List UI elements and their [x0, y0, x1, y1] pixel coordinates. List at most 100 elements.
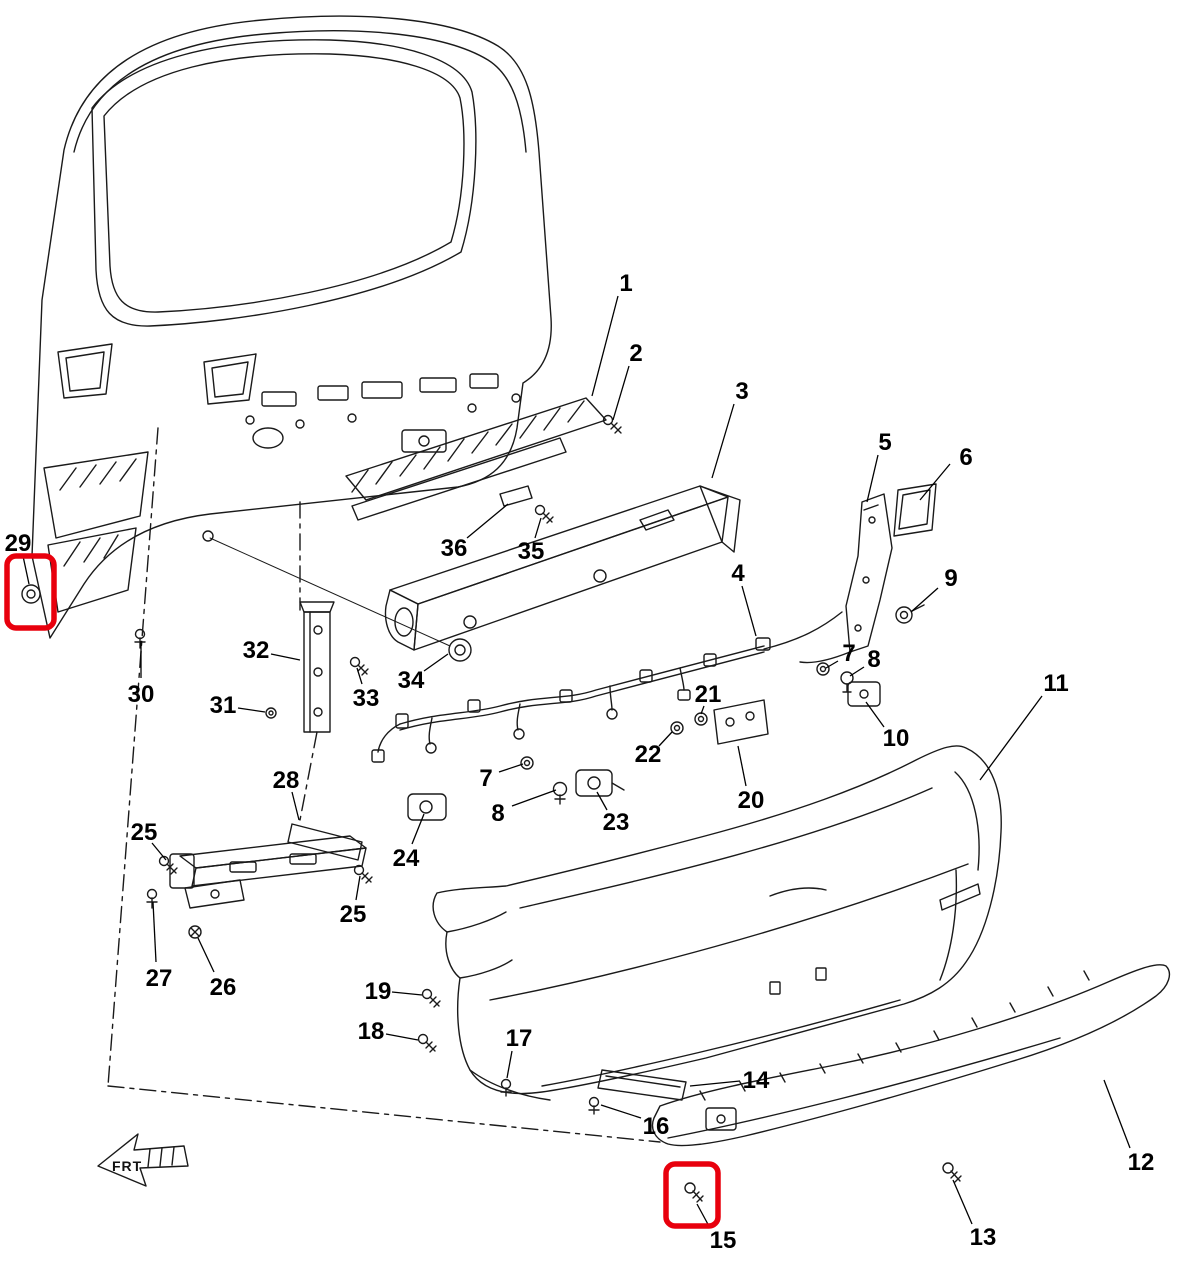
- side-bracket-6-art: [893, 483, 937, 537]
- callout-label-15: 15: [710, 1227, 737, 1254]
- callout-label-1: 1: [619, 270, 632, 297]
- clip-16-icon: [588, 1096, 600, 1115]
- callout-label-7: 7: [479, 765, 492, 792]
- bracket-10-art: [847, 681, 881, 707]
- side-bracket-5-art: [799, 493, 893, 664]
- screw-18-icon: [417, 1033, 437, 1053]
- impact-bar-art: [384, 485, 741, 651]
- screw-33-icon: [349, 656, 369, 676]
- callout-label-2: 2: [629, 340, 642, 367]
- lower-valance-art: [651, 964, 1171, 1147]
- callout-label-17: 17: [506, 1025, 533, 1052]
- callout-label-6: 6: [959, 444, 972, 471]
- grommet-29-icon: [21, 584, 41, 604]
- callout-leader-34: [423, 653, 449, 672]
- callout-leader-25: [151, 842, 167, 861]
- callout-leader-23: [596, 791, 608, 811]
- callout-label-25: 25: [131, 819, 158, 846]
- callout-leader-35: [534, 517, 542, 539]
- callout-leader-5: [866, 454, 879, 503]
- callout-label-22: 22: [635, 741, 662, 768]
- screw-2-icon: [602, 414, 622, 434]
- reference-dash-lines: [107, 427, 661, 1143]
- callout-label-5: 5: [878, 429, 891, 456]
- callout-leader-36: [466, 503, 509, 539]
- screw-25-left-icon: [158, 855, 178, 875]
- callout-label-23: 23: [603, 809, 630, 836]
- frt-arrow: [97, 1133, 189, 1187]
- callout-leader-32: [270, 653, 301, 661]
- screw-25-right-icon: [353, 864, 373, 884]
- callout-leader-7: [498, 763, 524, 773]
- callout-label-14: 14: [743, 1067, 770, 1094]
- callout-label-36: 36: [441, 535, 468, 562]
- clip-27-icon: [146, 888, 158, 909]
- callout-label-24: 24: [393, 845, 420, 872]
- callout-leader-2: [612, 365, 630, 421]
- callout-label-27: 27: [146, 965, 173, 992]
- callout-leader-17: [506, 1050, 513, 1079]
- callout-leader-20: [737, 745, 747, 787]
- callout-leader-33: [356, 667, 363, 685]
- callout-label-3: 3: [735, 378, 748, 405]
- left-bracket-assembly-art: [169, 823, 367, 909]
- nut-7-left-icon: [520, 756, 534, 770]
- callout-label-4: 4: [731, 560, 745, 587]
- callout-label-18: 18: [358, 1018, 385, 1045]
- callout-label-26: 26: [210, 974, 237, 1001]
- callout-label-34: 34: [398, 667, 425, 694]
- screw-15-icon: [684, 1182, 704, 1203]
- callout-leader-4: [741, 585, 757, 637]
- highlight-box-15: [663, 1161, 721, 1229]
- sensor-bracket-23-art: [575, 769, 625, 797]
- sensor-9-icon: [895, 604, 925, 624]
- nut-26-icon: [188, 925, 202, 939]
- callout-leader-11: [979, 695, 1043, 781]
- screw-13-icon: [942, 1162, 962, 1183]
- callout-leader-27: [152, 901, 157, 963]
- impact-bar-bracket-art: [345, 397, 607, 521]
- callout-leader-21: [700, 705, 705, 715]
- callout-label-21: 21: [695, 681, 722, 708]
- callout-leader-9: [910, 587, 939, 613]
- callout-leader-19: [391, 991, 423, 996]
- callout-label-11: 11: [1043, 670, 1068, 697]
- callout-label-20: 20: [738, 787, 765, 814]
- highlight-box-29: [4, 553, 57, 631]
- callout-leader-8: [511, 789, 557, 807]
- nut-31-icon: [265, 707, 277, 719]
- callout-leader-18: [385, 1033, 419, 1041]
- callout-label-9: 9: [944, 565, 957, 592]
- liftgate-body-art: [31, 15, 552, 639]
- clip-8-left-icon: [552, 781, 568, 805]
- callout-leader-25: [355, 875, 361, 901]
- screw-19-icon: [421, 988, 441, 1008]
- callout-label-12: 12: [1128, 1149, 1155, 1176]
- callout-label-30: 30: [128, 681, 155, 708]
- frt-label: FRT: [112, 1158, 142, 1174]
- callout-label-13: 13: [970, 1224, 997, 1251]
- screw-35-icon: [534, 504, 554, 524]
- callout-leader-14: [689, 1080, 741, 1087]
- callout-leader-31: [237, 707, 266, 713]
- callout-leader-12: [1103, 1079, 1131, 1149]
- callout-leader-7: [825, 660, 839, 669]
- clip-30-icon: [134, 628, 146, 649]
- sensor-bracket-24-art: [407, 793, 447, 821]
- washer-34-icon: [209, 537, 472, 662]
- callout-leader-1: [591, 295, 619, 397]
- callout-label-28: 28: [273, 767, 300, 794]
- callout-label-10: 10: [883, 725, 910, 752]
- bumper-fascia-art: [432, 745, 1002, 1101]
- clip-17-icon: [500, 1078, 512, 1097]
- nut-22-icon: [670, 721, 684, 735]
- callout-leader-28: [291, 791, 300, 821]
- callout-label-25: 25: [340, 901, 367, 928]
- callout-label-8: 8: [867, 646, 880, 673]
- clip-8-right-icon: [840, 671, 854, 693]
- callout-label-32: 32: [243, 637, 270, 664]
- bracket-14-art: [597, 1069, 687, 1101]
- callout-leader-10: [865, 701, 885, 728]
